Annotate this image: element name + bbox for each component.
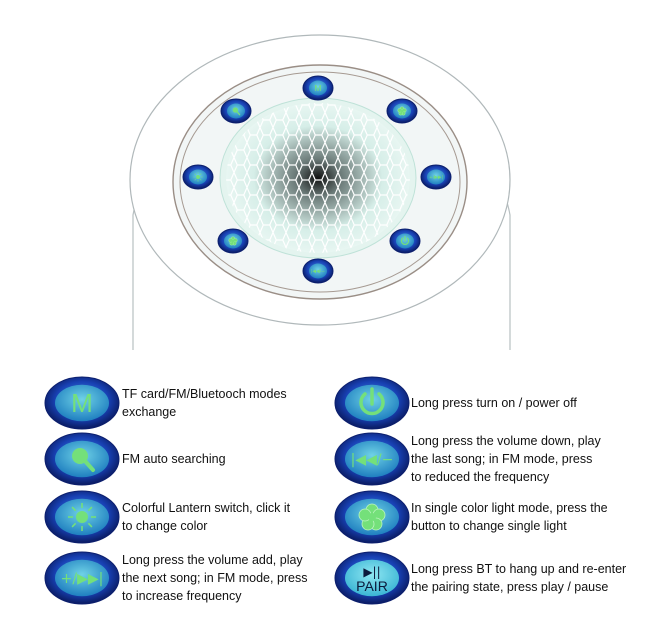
svg-text:+/▶▶|: +/▶▶| (61, 571, 104, 587)
m-mode-icon: M (314, 83, 321, 93)
legend-line: FM auto searching (122, 452, 226, 466)
panel-flower-button[interactable] (386, 98, 418, 124)
speaker-top-panel: M |◀◀/− +/▶▶| (129, 34, 511, 350)
speaker-grille (226, 103, 410, 253)
svg-text:+/▶▶|: +/▶▶| (429, 175, 443, 181)
volume-up-next-icon: +/▶▶| (429, 175, 443, 181)
legend-line: the next song; in FM mode, press (122, 571, 308, 585)
legend-line: the pairing state, press play / pause (411, 580, 609, 594)
legend-line: to reduced the frequency (411, 470, 550, 484)
legend-description: In single color light mode, press the but… (411, 499, 608, 535)
panel-clover-button[interactable] (217, 228, 249, 254)
legend-line: Colorful Lantern switch, click it (122, 501, 291, 515)
legend-description: Long press turn on / power off (411, 394, 577, 412)
panel-power-button[interactable] (389, 228, 421, 254)
power-icon (400, 235, 410, 246)
legend-line: TF card/FM/Bluetooch modes (122, 387, 287, 401)
legend-line: to change color (122, 519, 208, 533)
search-icon (232, 107, 241, 116)
legend-line: button to change single light (411, 519, 567, 533)
legend-description: TF card/FM/Bluetooch modes exchange (122, 385, 287, 421)
legend-line: Long press the volume add, play (122, 553, 303, 567)
volume-down-prev-icon: |◀◀/− (311, 269, 325, 275)
legend-description: Long press the volume add, play the next … (122, 551, 308, 605)
volume-up-next-icon: +/▶▶| (44, 551, 120, 605)
legend-description: Colorful Lantern switch, click it to chan… (122, 499, 290, 535)
legend-description: Long press BT to hang up and re-enter the… (411, 560, 626, 596)
panel-sun-button[interactable] (182, 164, 214, 190)
legend-description: FM auto searching (122, 450, 226, 468)
svg-text:▶||: ▶|| (363, 565, 380, 579)
sun-icon (193, 172, 203, 182)
power-icon (334, 376, 410, 430)
m-mode-icon: M (44, 376, 120, 430)
legend-line: Long press BT to hang up and re-enter (411, 562, 627, 576)
svg-text:|◀◀/−: |◀◀/− (351, 452, 394, 468)
legend-line: Long press the volume down, play (411, 434, 601, 448)
legend-line: exchange (122, 405, 177, 419)
sun-icon (44, 490, 120, 544)
legend-line: to increase frequency (122, 589, 242, 603)
legend-line: In single color light mode, press the (411, 501, 608, 515)
legend-description: Long press the volume down, play the last… (411, 432, 601, 486)
panel-search-button[interactable] (220, 98, 252, 124)
legend-line: Long press turn on / power off (411, 396, 577, 410)
panel-m-mode-button[interactable]: M (302, 75, 334, 101)
flower-icon (397, 106, 407, 116)
clover-icon (334, 490, 410, 544)
clover-icon (228, 236, 238, 246)
svg-text:M: M (71, 388, 93, 418)
panel-volume-up-next-button[interactable]: +/▶▶| (420, 164, 452, 190)
pair-icon: ▶||PAIR (334, 551, 410, 605)
svg-text:PAIR: PAIR (356, 578, 388, 594)
svg-text:|◀◀/−: |◀◀/− (311, 269, 325, 275)
volume-down-prev-icon: |◀◀/− (334, 432, 410, 486)
svg-text:M: M (314, 83, 321, 93)
search-icon (44, 432, 120, 486)
legend-line: the last song; in FM mode, press (411, 452, 593, 466)
panel-volume-down-prev-button[interactable]: |◀◀/− (302, 258, 334, 284)
